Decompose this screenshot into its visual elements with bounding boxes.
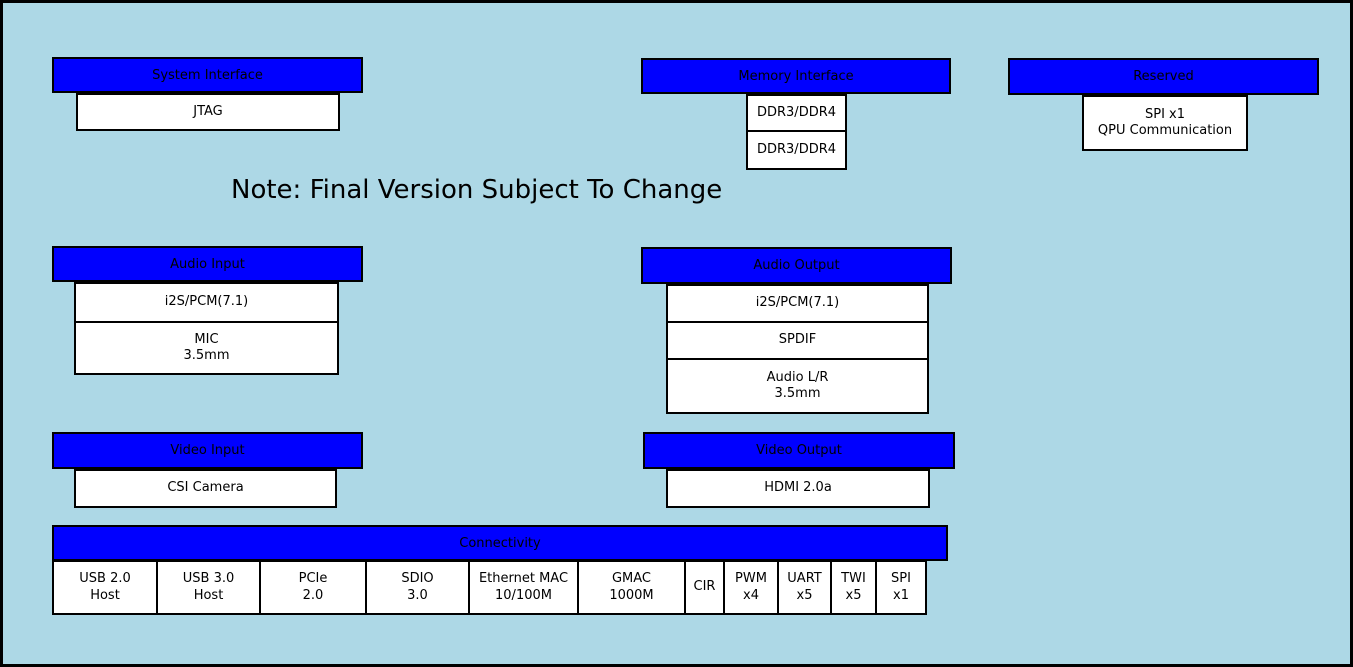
ddr3-ddr4-box-2: DDR3/DDR4: [746, 130, 847, 170]
connectivity-cell-uart: UART x5: [777, 560, 832, 615]
connectivity-cell-usb3-host: USB 3.0 Host: [156, 560, 261, 615]
video-input-header: Video Input: [52, 432, 363, 469]
reserved-header: Reserved: [1008, 58, 1319, 95]
system-interface-header: System Interface: [52, 57, 363, 93]
connectivity-cell-pwm: PWM x4: [723, 560, 779, 615]
spdif-box: SPDIF: [666, 321, 929, 360]
audio-lr-box: Audio L/R 3.5mm: [666, 358, 929, 414]
spi-qpu-communication-box: SPI x1 QPU Communication: [1082, 95, 1248, 151]
mic-box: MIC 3.5mm: [74, 321, 339, 375]
connectivity-cell-sdio: SDIO 3.0: [365, 560, 470, 615]
audio-output-header: Audio Output: [641, 247, 952, 284]
ddr3-ddr4-box-1: DDR3/DDR4: [746, 94, 847, 132]
connectivity-cell-cir: CIR: [684, 560, 725, 615]
connectivity-cell-twi: TWI x5: [830, 560, 877, 615]
connectivity-cell-gmac: GMAC 1000M: [577, 560, 686, 615]
connectivity-cell-ethernet-mac: Ethernet MAC 10/100M: [468, 560, 579, 615]
csi-camera-box: CSI Camera: [74, 469, 337, 508]
connectivity-row: USB 2.0 Host USB 3.0 Host PCIe 2.0 SDIO …: [52, 560, 927, 615]
audio-input-i2s-pcm-box: i2S/PCM(7.1): [74, 282, 339, 323]
connectivity-cell-spi: SPI x1: [875, 560, 927, 615]
hdmi-box: HDMI 2.0a: [666, 469, 930, 508]
audio-output-i2s-pcm-box: i2S/PCM(7.1): [666, 284, 929, 323]
note-text: Note: Final Version Subject To Change: [231, 175, 723, 205]
connectivity-header: Connectivity: [52, 525, 948, 561]
jtag-box: JTAG: [76, 93, 340, 131]
connectivity-cell-usb2-host: USB 2.0 Host: [52, 560, 158, 615]
video-output-header: Video Output: [643, 432, 955, 469]
connectivity-cell-pcie: PCIe 2.0: [259, 560, 367, 615]
audio-input-header: Audio Input: [52, 246, 363, 282]
memory-interface-header: Memory Interface: [641, 58, 951, 94]
